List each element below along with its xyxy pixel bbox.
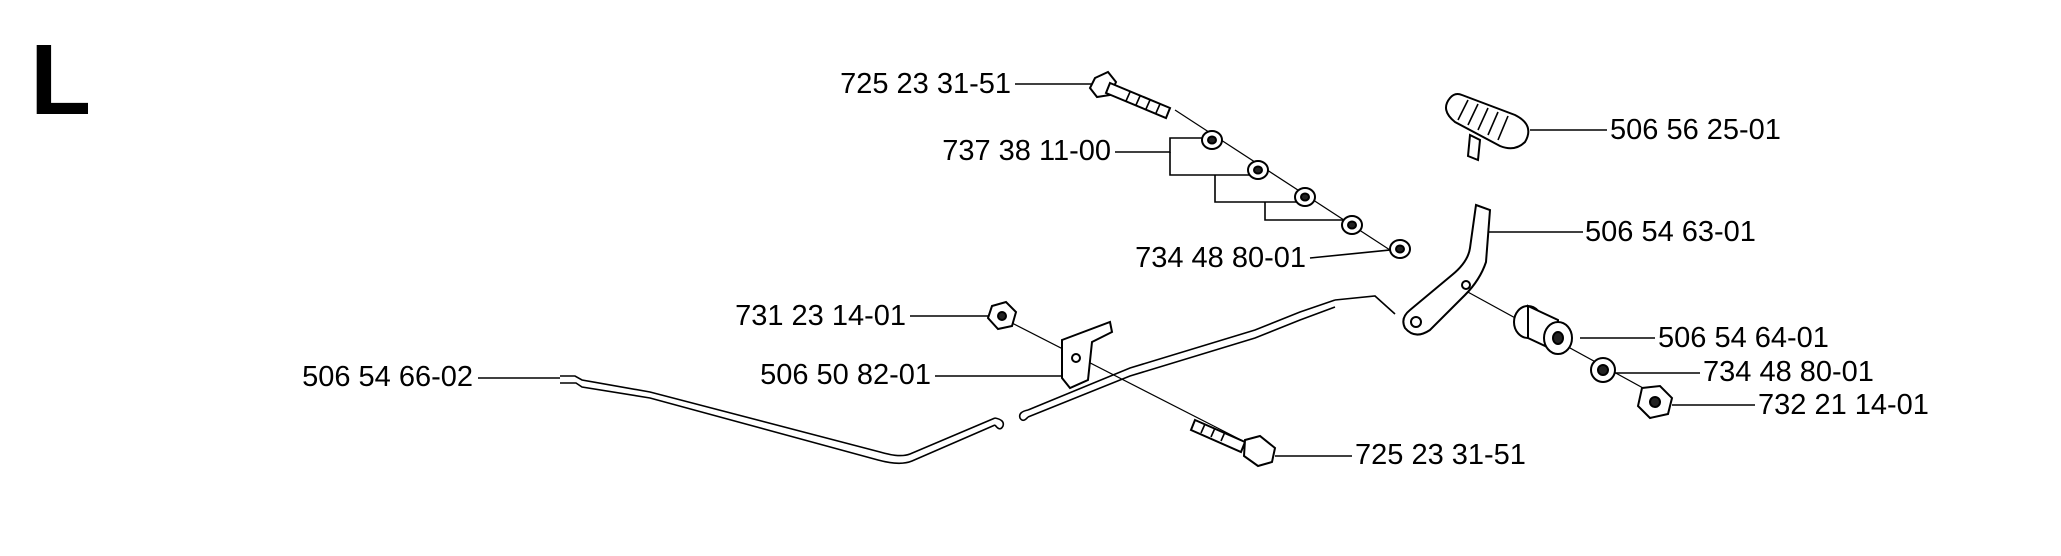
rod-icon	[560, 295, 1396, 465]
part-label-725-23-31-51-lower: 725 23 31-51	[1355, 439, 1526, 471]
part-label-731-23-14-01: 731 23 14-01	[735, 300, 906, 332]
part-label-506-54-64-01: 506 54 64-01	[1658, 322, 1829, 354]
part-label-725-23-31-51: 725 23 31-51	[840, 68, 1011, 100]
knob-icon	[1445, 93, 1530, 162]
leader-lines	[478, 83, 1755, 457]
part-label-737-38-11-00: 737 38 11-00	[942, 135, 1111, 167]
part-label-734-48-80-01-right: 734 48 80-01	[1703, 356, 1874, 388]
washer-icon	[1590, 357, 1616, 383]
part-label-506-54-63-01: 506 54 63-01	[1585, 216, 1756, 248]
leader-p2-c	[1264, 202, 1350, 221]
section-letter: L	[30, 24, 92, 136]
washer-icon	[1201, 130, 1411, 259]
bolt-icon	[1088, 70, 1172, 120]
leader-p2-a	[1169, 152, 1252, 176]
leader-p2	[1115, 137, 1212, 153]
leader-p2-b	[1214, 175, 1302, 203]
part-label-732-21-14-01: 732 21 14-01	[1758, 389, 1929, 421]
spacer-icon	[1513, 304, 1573, 355]
bracket-icon	[1061, 320, 1114, 390]
nut-icon	[1636, 384, 1674, 420]
part-label-506-50-82-01: 506 50 82-01	[760, 359, 931, 391]
bolt-icon	[1189, 418, 1277, 468]
lever-icon	[1402, 203, 1492, 336]
axis-lower	[1009, 321, 1246, 443]
part-label-734-48-80-01: 734 48 80-01	[1135, 242, 1306, 274]
part-label-506-54-66-02: 506 54 66-02	[302, 361, 473, 393]
nut-icon	[986, 300, 1018, 331]
leader-p3	[1309, 248, 1401, 259]
part-label-506-56-25-01: 506 56 25-01	[1610, 114, 1781, 146]
